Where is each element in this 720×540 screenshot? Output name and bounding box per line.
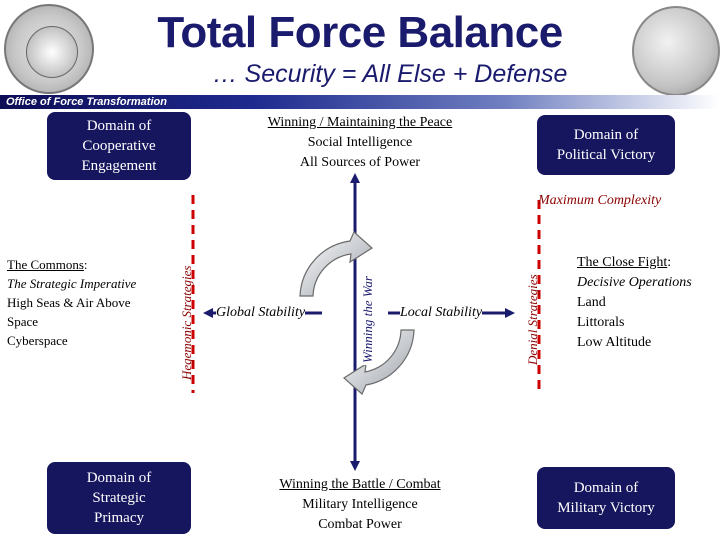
box-line: Domain of	[86, 470, 152, 486]
top-block: Winning / Maintaining the Peace Social I…	[230, 113, 490, 173]
denial-strategies-label: Denial Strategies	[525, 274, 540, 365]
close-fight-heading: The Close Fight	[577, 255, 668, 270]
cycle-arrow-upper-icon	[299, 231, 373, 297]
top-line: All Sources of Power	[299, 155, 421, 170]
commons-heading-row: The Commons:	[7, 255, 177, 274]
commons-colon: :	[83, 257, 88, 272]
bottom-heading: Winning the Battle / Combat	[279, 477, 441, 492]
box-line: Primacy	[94, 510, 144, 526]
office-label: Office of Force Transformation	[6, 96, 167, 108]
commons-heading: The Commons	[7, 257, 84, 272]
close-fight-block: The Close Fight: Decisive Operations Lan…	[577, 253, 717, 353]
page-subtitle: … Security = All Else + Defense	[212, 60, 568, 88]
box-cooperative-engagement: Domain of Cooperative Engagement	[47, 112, 191, 180]
close-fight-item: Littorals	[577, 315, 625, 330]
box-line: Military Victory	[557, 500, 655, 516]
bottom-block: Winning the Battle / Combat Military Int…	[230, 475, 490, 535]
hegemonic-strategies-label: Hegemonic Strategies	[179, 265, 194, 380]
box-military-victory: Domain of Military Victory	[537, 467, 675, 529]
box-line: Strategic	[92, 490, 146, 506]
box-line: Domain of	[573, 127, 639, 143]
commons-item: Cyberspace	[7, 333, 68, 348]
max-complexity-label: Maximum Complexity	[538, 193, 662, 208]
close-fight-heading-row: The Close Fight:	[577, 253, 717, 273]
top-line: Social Intelligence	[307, 135, 413, 150]
box-line: Domain of	[86, 118, 152, 134]
box-line: Domain of	[573, 480, 639, 496]
box-line: Engagement	[81, 158, 157, 174]
bottom-line: Military Intelligence	[302, 497, 418, 512]
bottom-line: Combat Power	[318, 517, 402, 532]
winning-the-war-label: Winning the War	[360, 274, 376, 365]
global-stability-label: Global Stability	[216, 305, 306, 321]
commons-item: Space	[7, 314, 39, 329]
commons-block: The Commons: The Strategic Imperative Hi…	[7, 255, 177, 350]
box-line: Cooperative	[82, 138, 156, 154]
local-stability-label: Local Stability	[400, 305, 483, 321]
eagle-emblem-icon	[26, 26, 78, 78]
commons-item: High Seas & Air Above	[7, 295, 131, 310]
close-fight-item: Land	[577, 295, 606, 310]
box-strategic-primacy: Domain of Strategic Primacy	[47, 462, 191, 534]
cycle-arrow-lower-icon	[343, 329, 415, 395]
top-heading: Winning / Maintaining the Peace	[267, 115, 453, 130]
commons-sub: The Strategic Imperative	[7, 276, 137, 291]
close-fight-item: Low Altitude	[577, 335, 652, 350]
box-political-victory: Domain of Political Victory	[537, 115, 675, 175]
box-line: Political Victory	[556, 147, 656, 163]
office-banner	[0, 95, 720, 109]
eagle-logo-icon	[632, 6, 720, 96]
close-fight-colon: :	[667, 255, 672, 270]
dod-seal-icon	[4, 4, 94, 94]
close-fight-sub: Decisive Operations	[577, 275, 692, 290]
page-title: Total Force Balance	[157, 8, 563, 57]
